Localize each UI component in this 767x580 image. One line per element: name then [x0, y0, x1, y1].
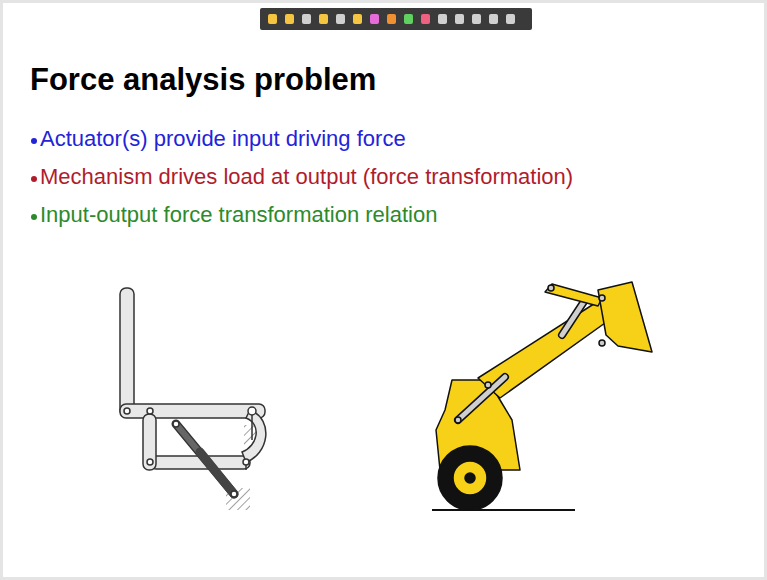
toolbar-icon — [336, 14, 345, 24]
toolbar-icon — [285, 14, 294, 24]
toolbar-icon — [370, 14, 379, 24]
slide-title: Force analysis problem — [30, 62, 376, 98]
bullet-text: Actuator(s) provide input driving force — [40, 126, 406, 152]
toolbar-icon — [387, 14, 396, 24]
front-loader — [432, 282, 652, 510]
bullet-dot — [31, 138, 37, 144]
toolbar-icon — [472, 14, 481, 24]
toolbar-icon — [404, 14, 413, 24]
bullet-dot — [31, 176, 37, 182]
toolbar-icon — [353, 14, 362, 24]
toolbar-icon — [489, 14, 498, 24]
toolbar — [260, 8, 532, 30]
toolbar-icon — [455, 14, 464, 24]
toolbar-icon — [302, 14, 311, 24]
bullet-dot — [31, 214, 37, 220]
toolbar-icon — [421, 14, 430, 24]
bullet-text: Mechanism drives load at output (force t… — [40, 164, 573, 190]
toolbar-icon — [268, 14, 277, 24]
chair-mechanism — [120, 288, 266, 510]
bullet-text: Input-output force transformation relati… — [40, 202, 437, 228]
toolbar-icon — [438, 14, 447, 24]
toolbar-icon — [319, 14, 328, 24]
toolbar-icon — [506, 14, 515, 24]
